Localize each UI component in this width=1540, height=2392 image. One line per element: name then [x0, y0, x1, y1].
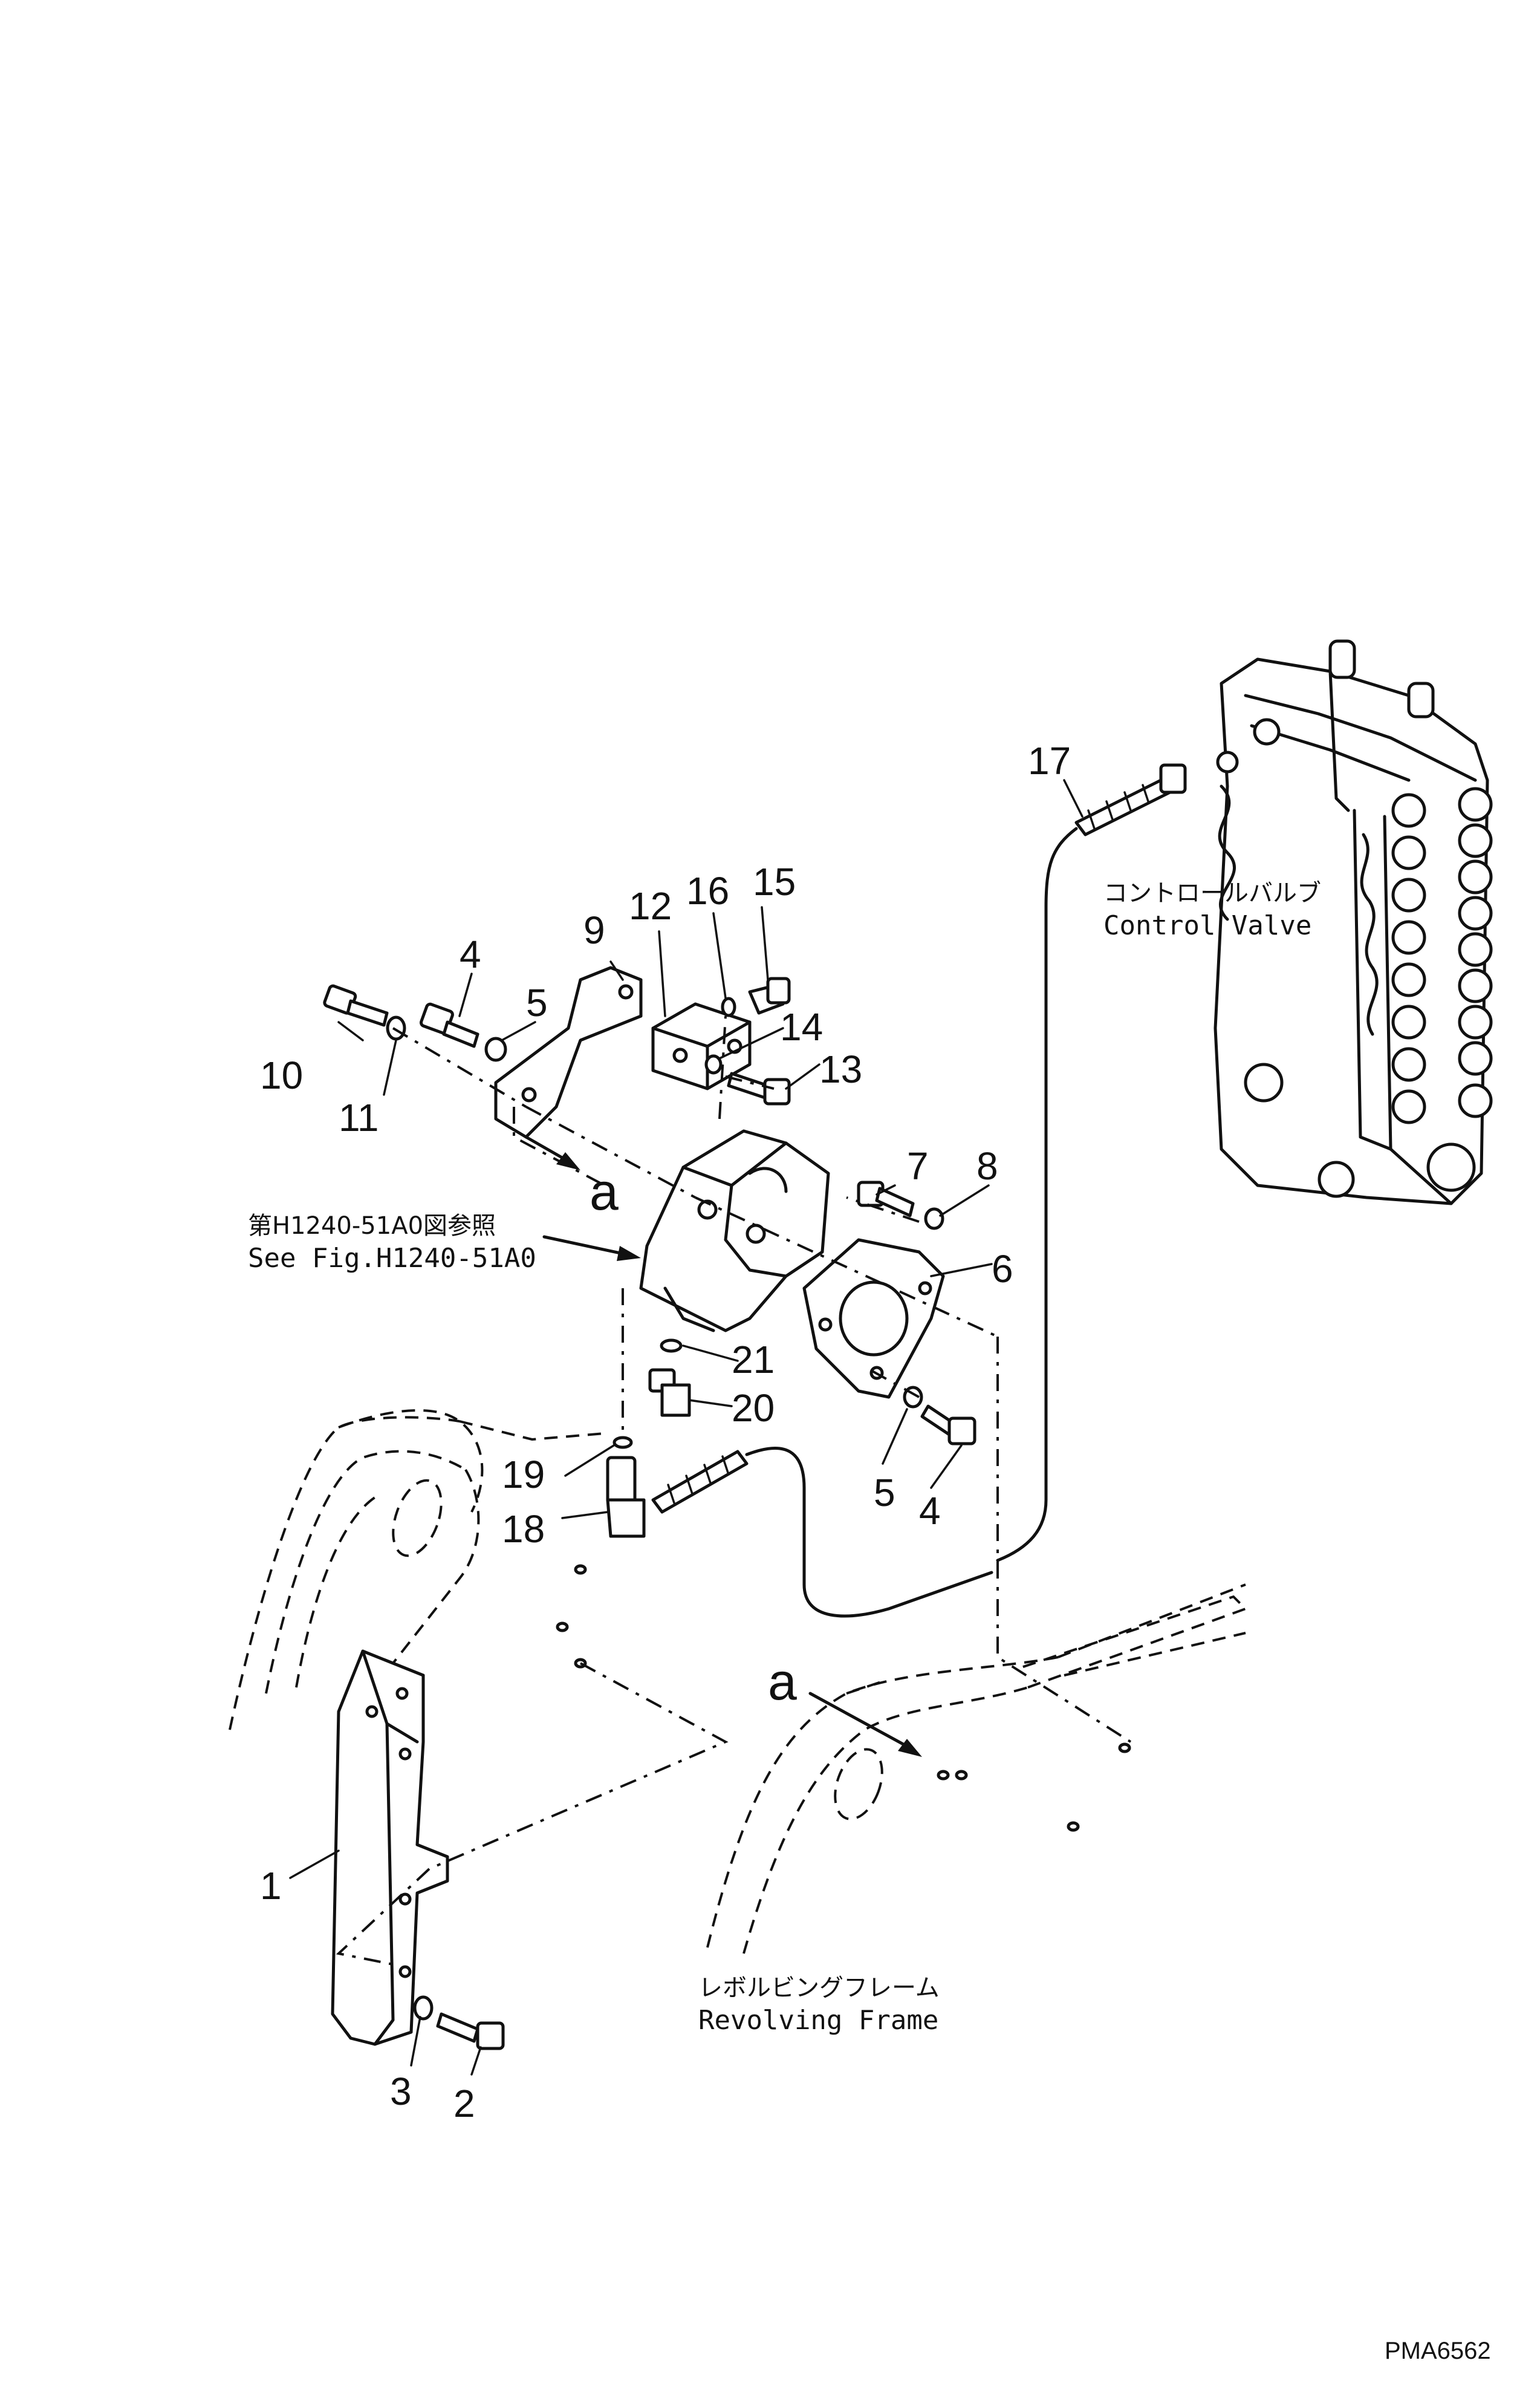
valve-spool-caps: [1391, 787, 1493, 1192]
callout-11: 11: [339, 1096, 379, 1139]
callout-14: 14: [780, 1005, 823, 1049]
callout-5-lower: 5: [874, 1471, 895, 1514]
valve-block: [639, 1129, 830, 1332]
control-valve-caption-jp: コントロールバルブ: [1103, 879, 1321, 907]
ref-letter-a-upper: a: [590, 1163, 619, 1221]
revolving-frame-caption-en: Revolving Frame: [698, 2005, 938, 2036]
callout-12: 12: [629, 884, 672, 928]
drawing-code: PMA6562: [1385, 2338, 1491, 2364]
callout-2: 2: [453, 2082, 475, 2125]
block-12: [651, 1002, 752, 1090]
callout-17: 17: [1028, 739, 1071, 783]
see-fig-caption-en: See Fig.H1240-51A0: [248, 1243, 536, 1274]
callout-20: 20: [732, 1386, 775, 1430]
bracket-1: [331, 1649, 449, 2046]
callout-15: 15: [753, 860, 796, 904]
callout-3: 3: [390, 2070, 412, 2113]
callout-4-upper: 4: [460, 933, 481, 976]
bracket-9: [494, 966, 643, 1139]
fasteners: [323, 977, 976, 2050]
hose-18: [651, 1447, 993, 1618]
ref-arrows: [524, 1135, 922, 1757]
callout-7: 7: [907, 1144, 929, 1188]
control-valve: [1213, 639, 1493, 1205]
callout-8: 8: [976, 1144, 998, 1188]
callout-13: 13: [819, 1048, 862, 1091]
callout-6: 6: [992, 1247, 1013, 1291]
revolving-frame: [229, 1409, 1248, 1954]
callout-numbers: 1 2 3 4 4 5 5 6 7 8 9 10 11 12 13 14 15 …: [260, 739, 1071, 2125]
callout-4-lower: 4: [919, 1489, 941, 1533]
assembly-lines: [336, 1015, 1132, 1967]
hose-17: [996, 763, 1187, 1562]
callout-9: 9: [583, 908, 605, 952]
callout-5-upper: 5: [526, 981, 548, 1025]
leader-lines: [289, 779, 1084, 2076]
callout-10: 10: [260, 1054, 303, 1097]
callout-1: 1: [260, 1864, 282, 1908]
plate-6: [802, 1238, 945, 1399]
frame-holes: [556, 1564, 1131, 1832]
ref-letter-a-lower: a: [768, 1653, 797, 1711]
callout-18: 18: [502, 1507, 545, 1551]
control-valve-caption-en: Control Valve: [1103, 910, 1311, 941]
callout-19: 19: [502, 1453, 545, 1496]
revolving-frame-caption-jp: レボルビングフレーム: [698, 1974, 940, 2002]
callout-21: 21: [732, 1338, 775, 1381]
callout-16: 16: [686, 869, 729, 913]
see-fig-caption-jp: 第H1240-51A0図参照: [248, 1212, 496, 1240]
